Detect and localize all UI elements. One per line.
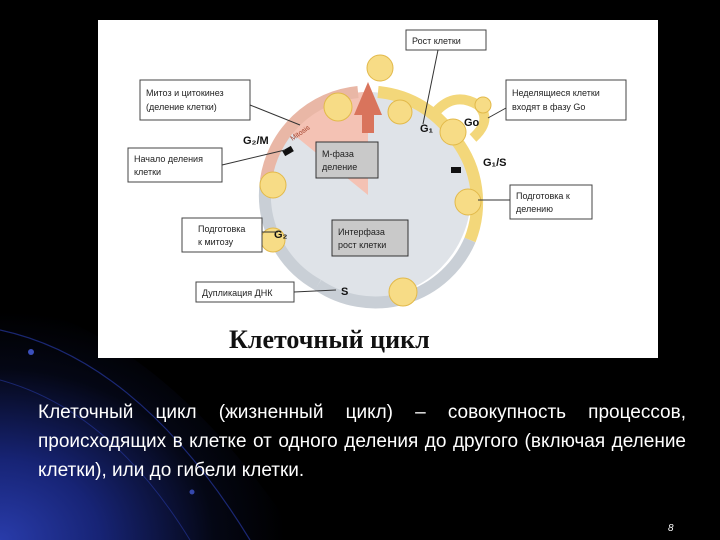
interphase-label: Интерфаза bbox=[338, 227, 385, 237]
callout-prep-mitosis-2: к митозу bbox=[198, 237, 234, 247]
callout-leaders bbox=[221, 49, 510, 293]
interphase-box bbox=[331, 219, 409, 257]
callout-nondividing: Неделящиеся клетки bbox=[512, 88, 600, 98]
callout-dna-duplication: Дупликация ДНК bbox=[202, 288, 273, 298]
phase-label-g2m: G₂/M bbox=[243, 135, 269, 147]
phase-label-g1: G₁ bbox=[420, 123, 434, 135]
m-phase-label-2: деление bbox=[322, 162, 357, 172]
slide-caption: Клеточный цикл (жизненный цикл) – совоку… bbox=[38, 402, 686, 481]
callout-mitosis-2: (деление клетки) bbox=[146, 102, 217, 112]
cell-icons bbox=[259, 54, 492, 307]
callout-prep-mitosis: Подготовка bbox=[198, 224, 245, 234]
callout-growth: Рост клетки bbox=[412, 36, 461, 46]
callout-prep-division-2: делению bbox=[516, 204, 553, 214]
callout-prep-division: Подготовка к bbox=[516, 191, 570, 201]
page-number: 8 bbox=[668, 523, 674, 534]
callout-mitosis: Митоз и цитокинез bbox=[146, 88, 224, 98]
phase-label-g1s: G₁/S bbox=[483, 157, 507, 169]
division-arrow bbox=[354, 82, 382, 115]
callout-frames bbox=[127, 29, 627, 303]
m-phase-box bbox=[315, 141, 379, 179]
cell-cycle-diagram: М-фаза деление Интерфаза рост клетки G₂/… bbox=[98, 20, 658, 358]
callout-division-start: Начало деления bbox=[134, 154, 203, 164]
ring-g1s bbox=[451, 136, 484, 243]
callout-division-start-2: клетки bbox=[134, 167, 161, 177]
checkpoint-g2m-marker bbox=[282, 145, 294, 157]
callout-nondividing-2: входят в фазу Go bbox=[512, 102, 585, 112]
phase-label-go: Go bbox=[464, 117, 480, 129]
checkpoint-g1s-marker bbox=[451, 167, 461, 173]
phase-label-s: S bbox=[341, 286, 348, 298]
m-phase-label: М-фаза bbox=[322, 149, 354, 159]
interphase-label-2: рост клетки bbox=[338, 240, 386, 250]
phase-label-g2: G₂ bbox=[274, 229, 288, 241]
diagram-title: Клеточный цикл bbox=[229, 325, 430, 354]
